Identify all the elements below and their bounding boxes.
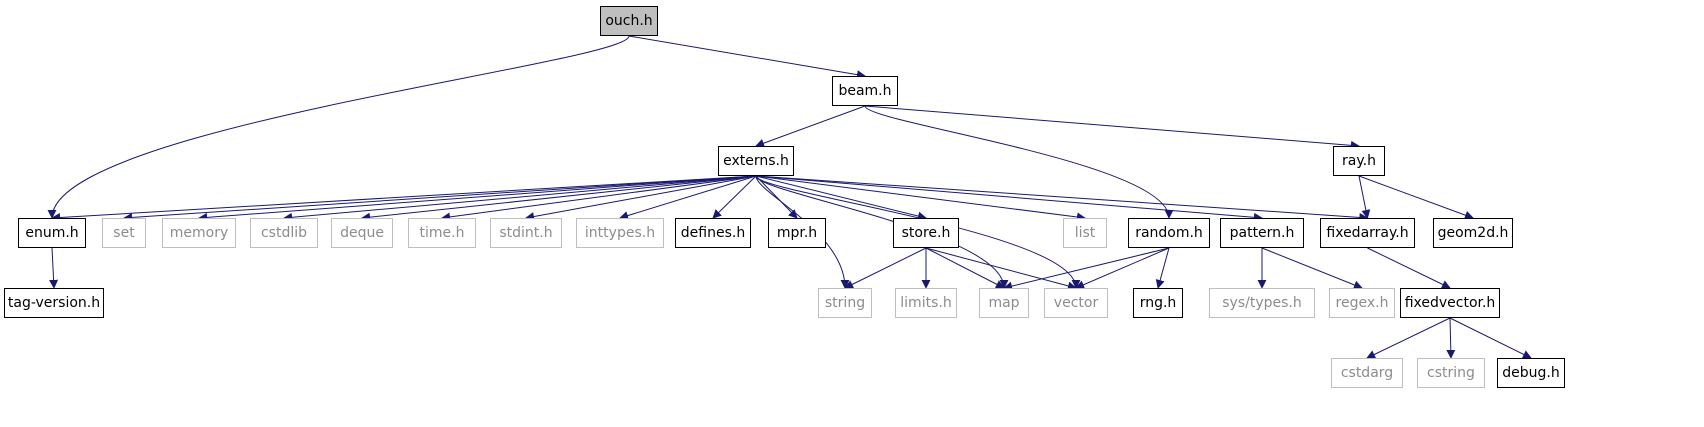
- edge-random-to-vector: [1075, 247, 1170, 289]
- node-ray-h[interactable]: ray.h: [1333, 146, 1385, 176]
- edge-beam-to-externs: [755, 105, 866, 148]
- node-geom2d-h[interactable]: geom2d.h: [1433, 218, 1513, 248]
- edge-fixedvector-to-debug: [1449, 317, 1532, 359]
- edge-externs-to-enum: [51, 175, 757, 223]
- node-inttypes-h: inttypes.h: [576, 218, 664, 248]
- node-sys-types-h: sys/types.h: [1209, 288, 1315, 318]
- node-cstdlib: cstdlib: [250, 218, 318, 248]
- edge-externs-to-list: [755, 175, 1086, 222]
- edge-externs-to-memory: [198, 175, 757, 222]
- edge-externs-to-cstdlib: [283, 175, 757, 222]
- node-vector: vector: [1044, 288, 1108, 318]
- node-limits-h: limits.h: [895, 288, 957, 318]
- edge-externs-to-string: [755, 175, 850, 289]
- edge-externs-to-mpr: [755, 175, 798, 219]
- node-cstring: cstring: [1417, 358, 1485, 388]
- edge-ray-to-geom2d: [1358, 175, 1474, 220]
- node-map: map: [979, 288, 1029, 318]
- node-regex-h: regex.h: [1329, 288, 1395, 318]
- edge-beam-to-ray: [864, 105, 1360, 150]
- edge-fixedarray-to-fixedvector: [1367, 247, 1451, 289]
- node-memory: memory: [162, 218, 236, 248]
- node-tag-version-h[interactable]: tag-version.h: [4, 288, 104, 318]
- edge-externs-to-fixedarray: [755, 175, 1369, 222]
- node-beam-h[interactable]: beam.h: [832, 76, 898, 106]
- node-externs-h[interactable]: externs.h: [718, 146, 794, 176]
- edge-externs-to-map: [755, 175, 1009, 289]
- node-defines-h[interactable]: defines.h: [675, 218, 751, 248]
- node-deque: deque: [331, 218, 393, 248]
- edge-ray-to-fixedarray: [1358, 175, 1371, 219]
- node-fixedarray-h[interactable]: fixedarray.h: [1320, 218, 1415, 248]
- node-enum-h[interactable]: enum.h: [18, 218, 86, 248]
- edge-pattern-to-regex: [1261, 247, 1363, 290]
- edge-externs-to-stdint: [525, 175, 757, 221]
- node-random-h[interactable]: random.h: [1128, 218, 1210, 248]
- node-pattern-h[interactable]: pattern.h: [1220, 218, 1304, 248]
- edge-externs-to-pattern: [755, 175, 1263, 222]
- edge-externs-to-store: [755, 175, 927, 221]
- edge-beam-to-random: [864, 105, 1174, 219]
- node-mpr-h[interactable]: mpr.h: [768, 218, 826, 248]
- node-debug-h[interactable]: debug.h: [1497, 358, 1565, 388]
- node-store-h[interactable]: store.h: [893, 218, 959, 248]
- edge-random-to-map: [1003, 247, 1170, 291]
- node-list: list: [1063, 218, 1107, 248]
- edge-fixedvector-to-cstdarg: [1366, 317, 1451, 359]
- edge-externs-to-vector: [755, 175, 1081, 289]
- node-stdint-h: stdint.h: [490, 218, 562, 248]
- edge-externs-to-set: [123, 175, 757, 222]
- edge-externs-to-defines: [712, 175, 757, 219]
- edge-externs-to-deque: [361, 175, 757, 222]
- edge-enum-to-tagversion: [49, 247, 59, 289]
- edge-random-to-rng: [1155, 247, 1170, 289]
- node-cstdarg: cstdarg: [1331, 358, 1403, 388]
- edge-store-to-map: [925, 247, 1005, 289]
- node-rng-h[interactable]: rng.h: [1133, 288, 1183, 318]
- node-time-h: time.h: [408, 218, 476, 248]
- edge-store-to-string: [844, 247, 927, 289]
- edge-fixedvector-to-cstring: [1446, 317, 1456, 359]
- edge-store-to-vector: [925, 247, 1077, 291]
- edge-externs-to-time: [441, 175, 757, 222]
- edge-externs-to-inttypes: [619, 175, 757, 220]
- node-set: set: [102, 218, 146, 248]
- node-ouch-h[interactable]: ouch.h: [600, 6, 658, 36]
- edge-ouch-to-beam: [628, 35, 866, 80]
- node-string: string: [818, 288, 872, 318]
- node-fixedvector-h[interactable]: fixedvector.h: [1400, 288, 1500, 318]
- edge-ouch-to-enum: [47, 35, 630, 219]
